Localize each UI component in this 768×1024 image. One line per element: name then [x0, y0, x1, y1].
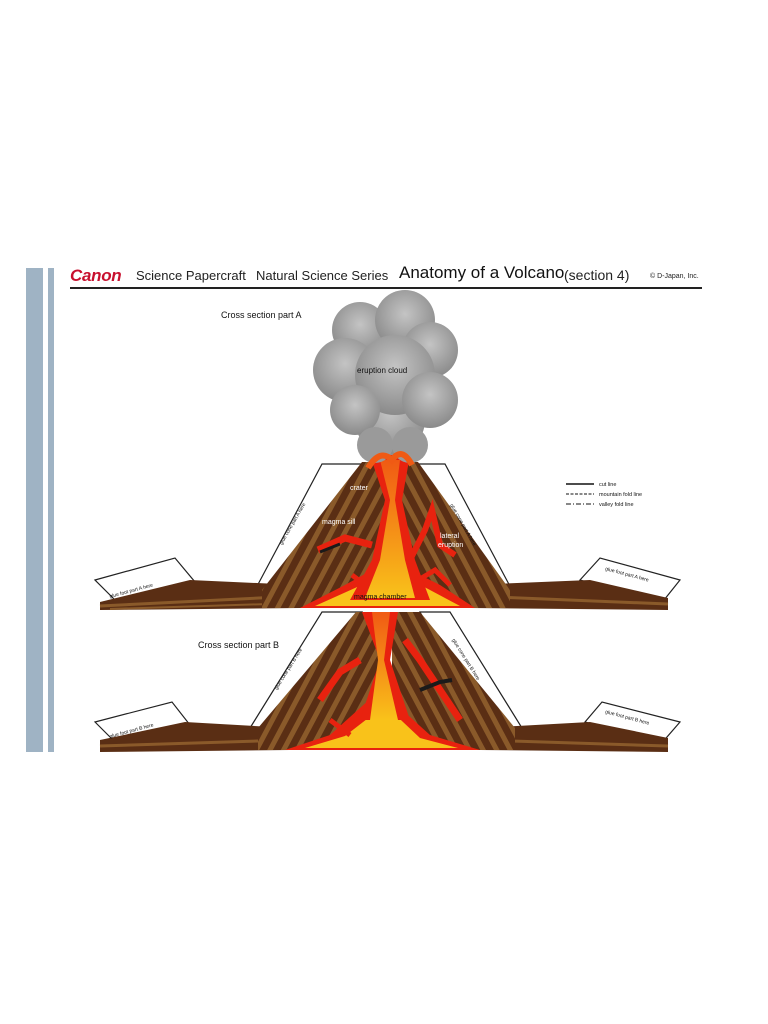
fold-line-legend: cut line mountain fold line valley fold … — [566, 482, 642, 508]
volcano-cone-right-a — [395, 462, 510, 608]
legend-cut-line: cut line — [599, 482, 616, 488]
lateral-eruption-a — [407, 499, 457, 562]
eruption-cloud-a — [313, 290, 458, 463]
magma-sill-a — [316, 534, 373, 554]
magma-chamber-core-b — [305, 705, 458, 748]
magma-sill-b — [419, 678, 453, 692]
copyright: © D-Japan, Inc. — [650, 273, 699, 280]
cross-section-part-b: Cross section part B glue cone part B he… — [93, 611, 682, 752]
label-eruption: eruption — [438, 542, 463, 549]
volcano-cone-left-b — [258, 612, 380, 750]
legend-mountain-fold: mountain fold line — [599, 492, 642, 498]
part-b-title: Cross section part B — [198, 640, 279, 650]
magma-dike-left-b — [317, 656, 362, 703]
magma-dike-right-b — [402, 637, 463, 722]
crater-lava-a — [365, 451, 415, 470]
brand-logo: Canon — [70, 266, 122, 285]
label-crater: crater — [350, 485, 369, 492]
label-lateral: lateral — [440, 533, 460, 540]
label-magma-chamber: magma chamber — [354, 594, 407, 601]
page-title: Anatomy of a Volcano — [399, 263, 565, 282]
collection-name: Natural Science Series — [256, 268, 389, 283]
label-magma-sill: magma sill — [322, 519, 356, 526]
page-header: Canon Science Papercraft Natural Science… — [70, 262, 702, 288]
left-accent-bar — [26, 268, 43, 752]
header-rule — [70, 287, 702, 289]
section-label: (section 4) — [564, 267, 630, 283]
magma-conduit-core-b — [370, 612, 398, 720]
cross-section-part-a: Cross section part A eruption cloud crat… — [93, 290, 682, 610]
volcano-cone-left-a — [262, 462, 385, 608]
series-name: Science Papercraft — [136, 268, 246, 283]
magma-conduit-core-a — [365, 460, 415, 598]
part-a-title: Cross section part A — [221, 310, 302, 320]
label-eruption-cloud: eruption cloud — [357, 366, 407, 375]
left-accent-bar-thin — [48, 268, 54, 752]
legend-valley-fold: valley fold line — [599, 502, 634, 508]
volcano-cone-right-b — [392, 612, 515, 750]
